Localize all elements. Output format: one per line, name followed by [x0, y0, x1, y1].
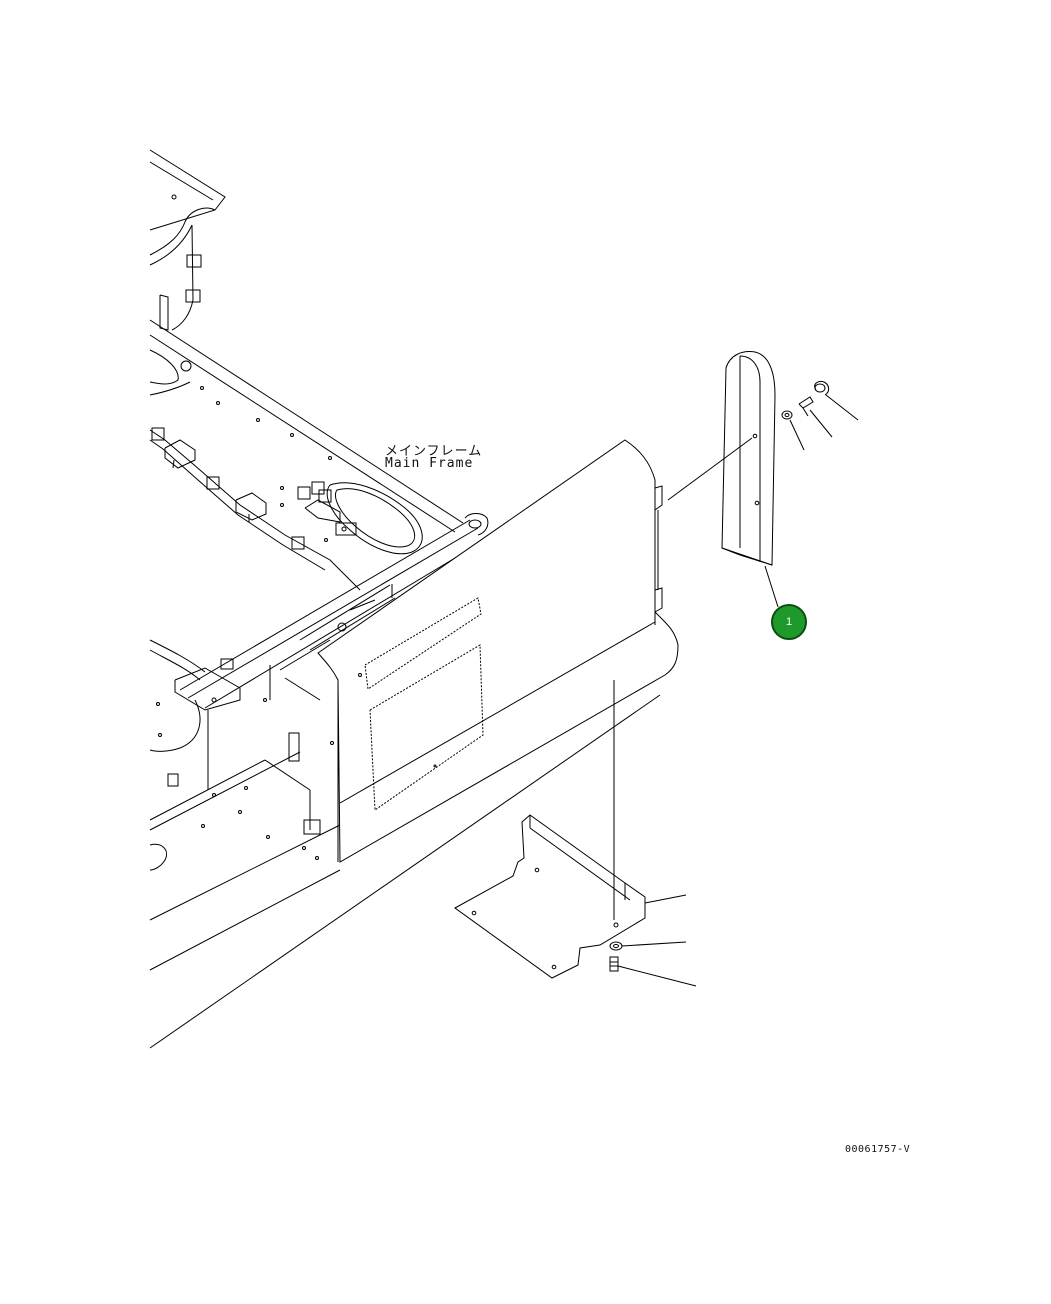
center-bracket	[298, 482, 422, 554]
main-frame-label-english: Main Frame	[385, 456, 474, 471]
callout-part-1[interactable]: 1	[771, 604, 807, 640]
main-frame-outline	[150, 320, 463, 542]
diagonal-rails	[175, 514, 488, 711]
side-cover-panel	[318, 440, 678, 862]
callout-number: 1	[785, 616, 793, 628]
drawing-number: 00061757-V	[845, 1144, 911, 1155]
upper-frame-section	[150, 150, 225, 330]
lower-bracket-plate	[455, 680, 696, 986]
fastener-hardware	[782, 381, 858, 450]
main-frame-label-japanese: メインフレーム	[385, 444, 483, 459]
wire-harness	[150, 428, 360, 590]
part-1-guard	[668, 352, 778, 607]
lower-frame-section	[150, 640, 660, 1048]
